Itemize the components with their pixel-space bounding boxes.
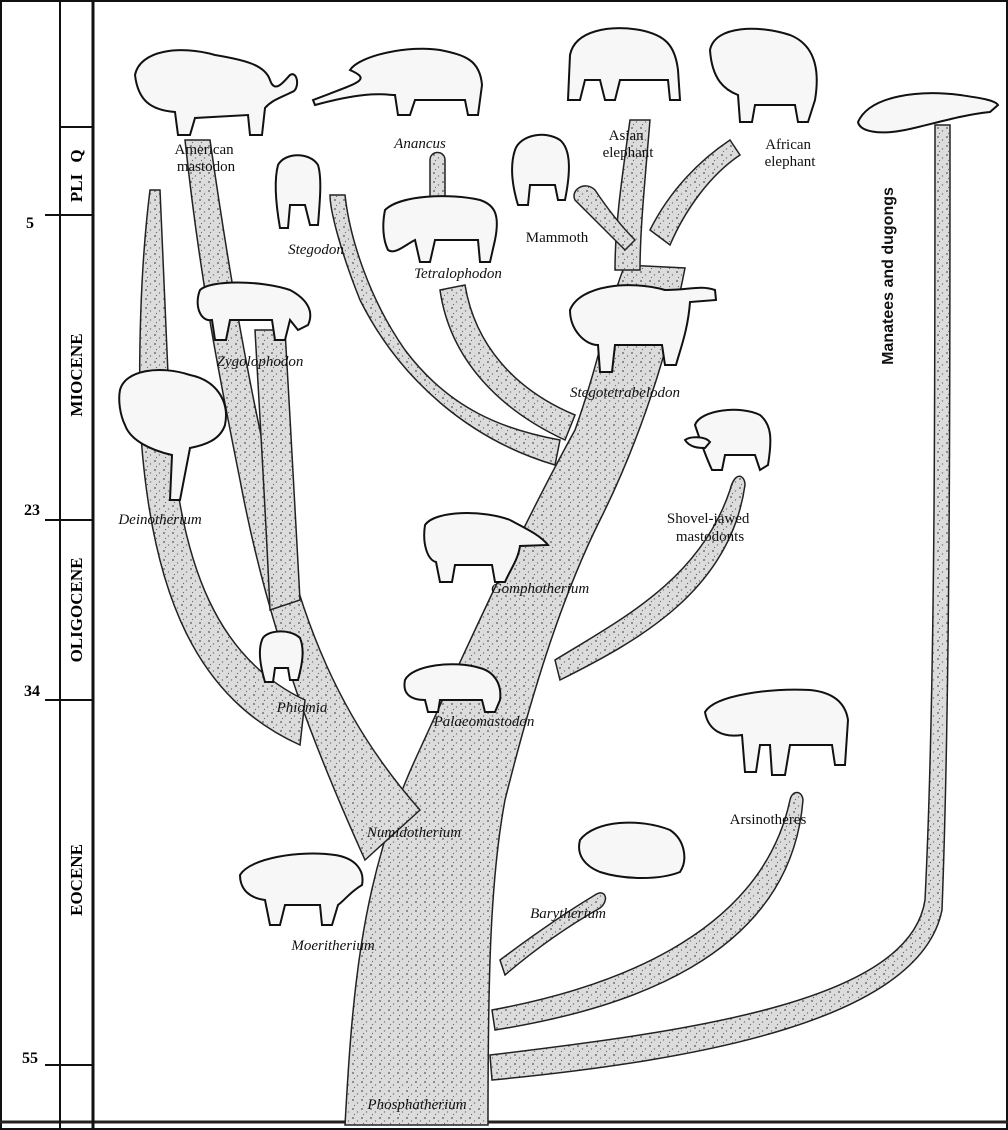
asian-elephant-drawing — [566, 27, 682, 101]
label-shovel-jawed: Shovel-jawed mastodonts — [667, 511, 753, 545]
american-mastodon-drawing — [133, 49, 298, 136]
label-mammoth: Mammoth — [526, 230, 589, 246]
label-gomphotherium: Gomphotherium — [491, 581, 589, 597]
stegodon-drawing — [274, 154, 322, 229]
branch-anancus — [429, 151, 446, 201]
label-arsinotheres: Arsinotheres — [730, 812, 807, 828]
anancus-drawing — [311, 47, 484, 116]
branch-tetralophodon — [439, 284, 576, 442]
arsinotheres-drawing — [703, 688, 850, 776]
main-trunk — [344, 264, 686, 1126]
tick-23: 23 — [24, 502, 40, 519]
african-elephant-drawing — [708, 27, 818, 123]
epoch-pli: PLI — [67, 173, 86, 202]
deinotherium-head-drawing — [118, 369, 227, 501]
branch-african — [649, 138, 742, 247]
animal-illustrations — [118, 27, 1000, 926]
label-african-elephant: African elephant — [765, 137, 817, 170]
label-barytherium: Barytherium — [530, 906, 606, 922]
branch-mammoth — [573, 185, 637, 252]
label-stegotetrabelodon: Stegotetrabelodon — [570, 385, 680, 401]
shovel-jawed-drawing — [683, 408, 772, 472]
label-phiomia: Phiomia — [276, 700, 328, 716]
label-stegodon: Stegodon — [288, 242, 344, 258]
zygolophodon-drawing — [196, 281, 312, 341]
epoch-q: Q — [67, 149, 86, 162]
phiomia-drawing — [258, 630, 304, 683]
label-tetralophodon: Tetralophodon — [414, 266, 502, 282]
branch-manatees — [489, 124, 951, 1081]
stegotetrabelodon-drawing — [568, 284, 718, 373]
palaeomastodon-drawing — [403, 663, 502, 713]
tick-55: 55 — [22, 1050, 38, 1067]
label-palaeomastodon: Palaeomastodon — [433, 714, 535, 730]
manatee-drawing — [856, 92, 1000, 134]
branch-stegodon — [329, 194, 561, 466]
label-moeritherium: Moeritherium — [290, 938, 374, 954]
barytherium-head-drawing — [578, 821, 686, 879]
tick-34: 34 — [24, 683, 40, 700]
tick-5: 5 — [26, 215, 34, 232]
gomphotherium-drawing — [423, 512, 551, 583]
mammoth-drawing — [511, 133, 570, 206]
branch-network — [138, 119, 951, 1126]
epoch-eocene: EOCENE — [67, 844, 86, 916]
branch-arsinotheres — [491, 791, 804, 1031]
label-zygolophodon: Zygolophodon — [217, 354, 304, 370]
tetralophodon-drawing — [382, 195, 498, 263]
branch-shovel — [554, 475, 746, 682]
epoch-miocene: MIOCENE — [67, 333, 86, 416]
label-deinotherium: Deinotherium — [117, 512, 201, 528]
label-phosphatherium: Phosphatherium — [366, 1097, 466, 1113]
label-numidotherium: Numidotherium — [366, 825, 461, 841]
label-anancus: Anancus — [393, 136, 446, 152]
branch-deinotherium — [138, 189, 306, 747]
label-manatees: Manatees and dugongs — [880, 187, 897, 365]
taxon-labels: American mastodon Anancus Asian elephant… — [117, 128, 897, 1113]
label-asian-elephant: Asian elephant — [603, 128, 655, 161]
epoch-oligocene: OLIGOCENE — [67, 558, 86, 663]
moeritherium-drawing — [238, 852, 364, 926]
time-scale: 5 23 34 55 Q PLI MIOCENE OLIGOCENE EOCEN… — [22, 2, 95, 1128]
branch-left — [184, 139, 422, 862]
branch-barytherium — [499, 892, 607, 977]
label-american-mastodon: American mastodon — [175, 142, 238, 175]
